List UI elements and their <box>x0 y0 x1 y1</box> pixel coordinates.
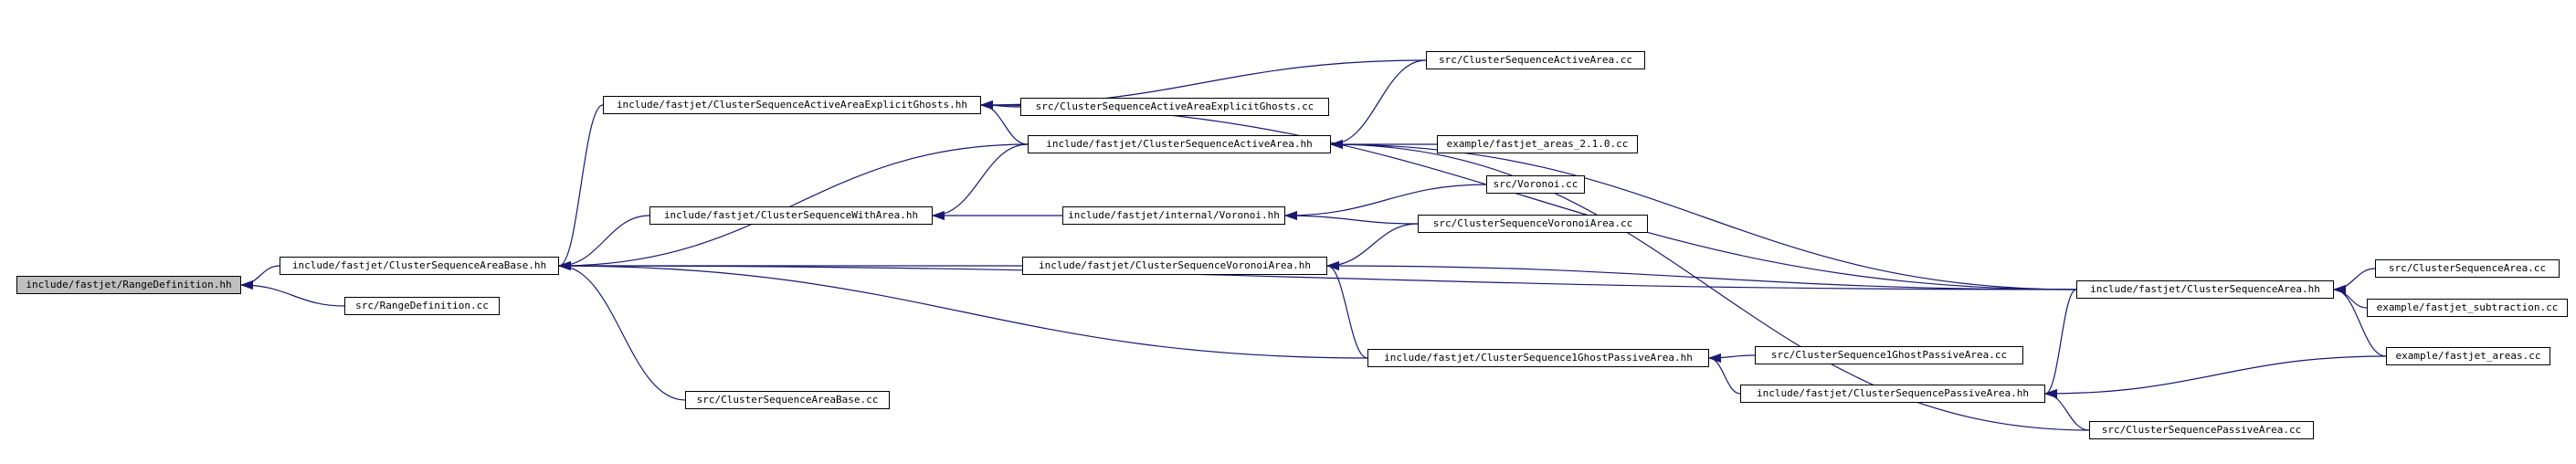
edge-n_csa_hh-to-n_cspa_hh <box>2044 289 2077 398</box>
node-clustersequencepassivearea-cc[interactable]: src/ClusterSequencePassiveArea.cc <box>2089 421 2314 439</box>
edge-n_csaa_cc-to-n_csaa_hh <box>1330 59 1427 149</box>
node-clustersequence1ghostpassivearea-hh[interactable]: include/fastjet/ClusterSequence1GhostPas… <box>1367 349 1709 367</box>
edge-n_cswa_hh-to-n_csab_hh <box>558 215 650 270</box>
edge-n_cs1gpa_cc-to-n_cs1gpa_hh <box>1708 353 1756 363</box>
node-clustersequenceactiveareaexplicitghosts-cc[interactable]: src/ClusterSequenceActiveAreaExplicitGho… <box>1020 98 1329 116</box>
edge-n_csa_hh-to-n_csaaeg_hh <box>980 100 2077 290</box>
edge-n_exsub_cc-to-n_csa_hh <box>2333 285 2368 309</box>
edge-n_cspa_hh-to-n_cs1gpa_hh <box>1708 353 1741 395</box>
edge-n_csaa_hh-to-n_csab_hh <box>558 143 1029 270</box>
edge-n_cspa_cc-to-n_cspa_hh <box>2044 389 2090 431</box>
edge-n_csa_hh-to-n_csab_hh <box>558 261 2077 290</box>
edge-n_csva_cc-to-n_voronoi_h <box>1284 211 1419 225</box>
node-rangedefinition-cc[interactable]: src/RangeDefinition.cc <box>344 297 500 315</box>
node-clustersequencewitharea-hh[interactable]: include/fastjet/ClusterSequenceWithArea.… <box>649 206 933 225</box>
node-voronoi-hh[interactable]: include/fastjet/internal/Voronoi.hh <box>1062 206 1285 225</box>
node-clustersequencevoronoiarea-cc[interactable]: src/ClusterSequenceVoronoiArea.cc <box>1418 215 1648 233</box>
node-fastjet-subtraction-cc[interactable]: example/fastjet_subtraction.cc <box>2367 299 2568 317</box>
node-clustersequenceareabase-hh[interactable]: include/fastjet/ClusterSequenceAreaBase.… <box>280 257 559 275</box>
edge-n_voronoi_cc-to-n_voronoi_h <box>1284 184 1487 220</box>
edge-n_csab_cc-to-n_csab_hh <box>558 261 686 401</box>
edge-n_rangedef_cc-to-n_rangedef_hh <box>240 280 345 307</box>
node-fastjet-areas-2-1-0-cc[interactable]: example/fastjet_areas_2.1.0.cc <box>1437 135 1638 153</box>
node-voronoi-cc[interactable]: src/Voronoi.cc <box>1486 175 1585 194</box>
edge-n_csaa_hh-to-n_cswa_hh <box>932 143 1029 220</box>
node-rangedefinition-hh[interactable]: include/fastjet/RangeDefinition.hh <box>16 276 241 294</box>
edge-n_cs1gpa_hh-to-n_csva_hh <box>1326 261 1368 359</box>
edge-n_csa_cc-to-n_csa_hh <box>2333 268 2376 294</box>
edge-n_exareas_cc-to-n_csa_hh <box>2333 285 2387 357</box>
edge-n_csaaeg_hh-to-n_csab_hh <box>558 104 604 270</box>
node-clustersequence1ghostpassivearea-cc[interactable]: src/ClusterSequence1GhostPassiveArea.cc <box>1755 346 2023 364</box>
node-clustersequenceactiveareaexplicitghosts-hh[interactable]: include/fastjet/ClusterSequenceActiveAre… <box>603 96 981 114</box>
edge-n_exareas_cc-to-n_cspa_hh <box>2044 355 2387 398</box>
edge-n_cspa_cc-to-n_csaa_hh <box>1330 140 2090 431</box>
node-fastjet-areas-cc[interactable]: example/fastjet_areas.cc <box>2386 347 2550 365</box>
edge-n_csa_hh-to-n_csva_hh <box>1326 261 2077 290</box>
node-clustersequenceareabase-cc[interactable]: src/ClusterSequenceAreaBase.cc <box>685 391 890 409</box>
edge-n_cs1gpa_hh-to-n_csab_hh <box>558 261 1368 359</box>
node-clustersequenceactivearea-cc[interactable]: src/ClusterSequenceActiveArea.cc <box>1426 51 1645 69</box>
edge-n_csva_cc-to-n_csva_hh <box>1326 223 1419 270</box>
node-clustersequenceactivearea-hh[interactable]: include/fastjet/ClusterSequenceActiveAre… <box>1028 135 1331 153</box>
node-clustersequencevoronoiarea-hh[interactable]: include/fastjet/ClusterSequenceVoronoiAr… <box>1022 257 1327 275</box>
node-clustersequencepassivearea-hh[interactable]: include/fastjet/ClusterSequencePassiveAr… <box>1740 385 2045 403</box>
edge-n_csab_hh-to-n_rangedef_hh <box>240 265 280 290</box>
node-clustersequencearea-cc[interactable]: src/ClusterSequenceArea.cc <box>2375 259 2560 278</box>
node-clustersequencearea-hh[interactable]: include/fastjet/ClusterSequenceArea.hh <box>2076 280 2334 299</box>
